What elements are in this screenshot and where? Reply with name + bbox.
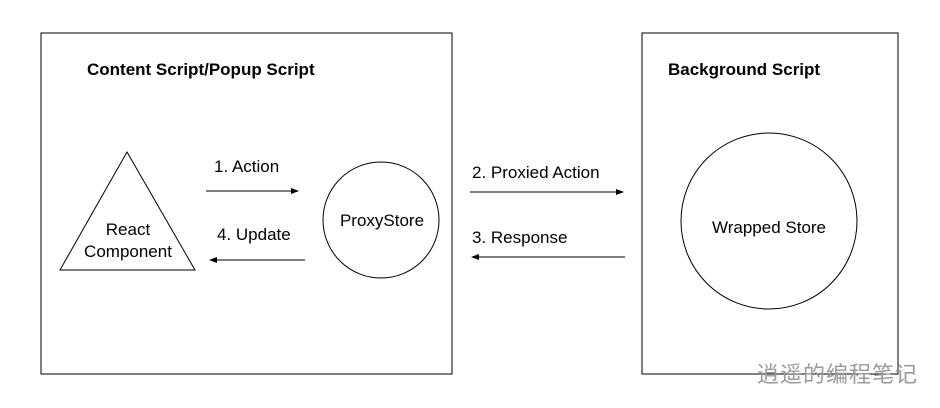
- update-arrow-label: 4. Update: [217, 225, 291, 244]
- proxy-store-circle: [322, 161, 440, 279]
- react-component-label-line1: React: [106, 220, 151, 239]
- react-component-label-line2: Component: [84, 242, 172, 261]
- content-script-title: Content Script/Popup Script: [87, 60, 315, 79]
- proxy-store-label: ProxyStore: [340, 211, 424, 230]
- background-script-title: Background Script: [668, 60, 820, 79]
- action-arrow-label: 1. Action: [214, 157, 279, 176]
- wrapped-store-label: Wrapped Store: [712, 218, 826, 237]
- watermark: 逍遥的编程笔记: [757, 363, 918, 388]
- content-script-panel: [40, 32, 453, 375]
- proxied-action-arrow-label: 2. Proxied Action: [472, 163, 600, 182]
- response-arrow-label: 3. Response: [472, 228, 567, 247]
- background-script-panel: [641, 32, 899, 375]
- react-component-triangle: [59, 150, 196, 271]
- wrapped-store-circle: [680, 132, 858, 310]
